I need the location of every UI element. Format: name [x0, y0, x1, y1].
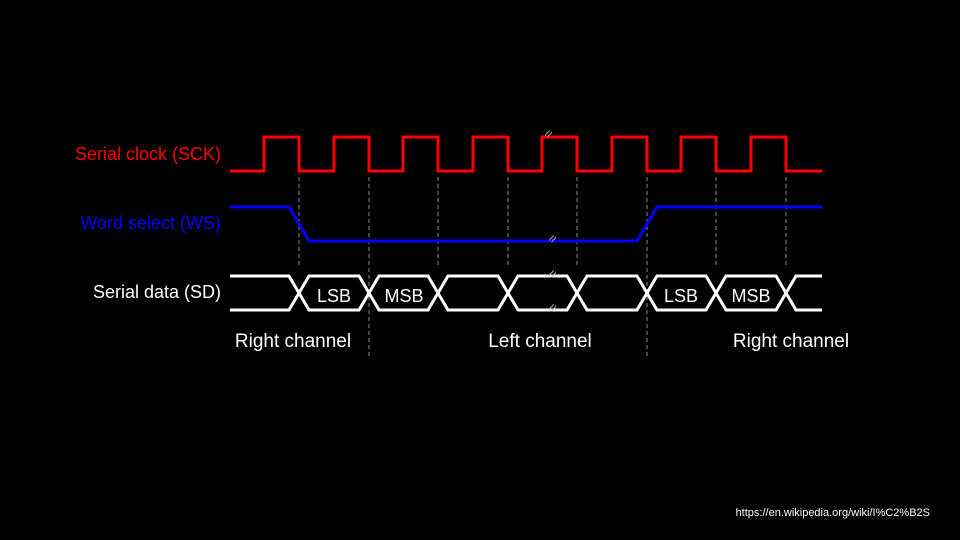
sd-label: Serial data (SD) [93, 282, 221, 302]
sd-cell-lsb: LSB [317, 286, 351, 306]
sck-waveform [230, 135, 822, 173]
channel-label-right-1: Right channel [235, 331, 351, 352]
sd-cell-lsb: LSB [664, 286, 698, 306]
sd-bus-top [230, 274, 822, 312]
source-url[interactable]: https://en.wikipedia.org/wiki/I%C2%B2S [735, 507, 930, 519]
clock-edge-guides [298, 177, 787, 358]
break-mark-sd-bottom: ≈ [543, 299, 561, 315]
ws-label: Word select (WS) [80, 213, 221, 233]
break-mark-sd-top: ≈ [543, 265, 561, 281]
sd-cell-msb: MSB [731, 286, 770, 306]
ws-waveform [230, 205, 822, 243]
break-mark-ws: ≈ [543, 230, 561, 246]
sd-waveform [230, 274, 822, 312]
sd-bus-bottom [230, 274, 822, 312]
channel-label-left: Left channel [488, 331, 592, 352]
sck-label: Serial clock (SCK) [75, 144, 221, 164]
sd-cell-msb: MSB [384, 286, 423, 306]
channel-label-right-2: Right channel [733, 331, 849, 352]
